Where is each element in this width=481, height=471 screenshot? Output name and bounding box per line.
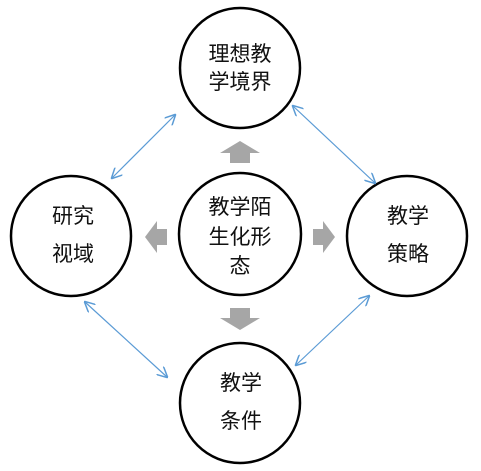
node-bottom-line-1: 教学 (220, 371, 262, 395)
node-left-circle (9, 174, 133, 298)
node-right-circle (345, 174, 469, 298)
node-left-line-1: 研究 (52, 204, 94, 228)
link-arrow-top-right (293, 106, 375, 183)
link-arrow-top-left (112, 115, 175, 178)
node-right-line-2: 策略 (387, 242, 429, 266)
node-center-line-3: 态 (230, 254, 251, 278)
node-center-line-1: 教学陌 (209, 195, 272, 219)
node-top-line-1: 理想教 (209, 42, 272, 66)
block-arrow-left (145, 221, 167, 253)
node-top-circle (178, 6, 302, 130)
node-bottom-circle (178, 341, 302, 465)
node-center-circle (177, 171, 303, 297)
block-arrow-down (220, 308, 260, 330)
block-arrow-right (313, 221, 335, 253)
node-center-line-2: 生化形 (209, 225, 272, 249)
node-right-line-1: 教学 (387, 204, 429, 228)
node-bottom-line-2: 条件 (220, 409, 262, 433)
node-top-line-2: 学境界 (209, 70, 272, 94)
node-left-line-2: 视域 (52, 242, 94, 266)
link-arrow-left-bottom (85, 302, 167, 377)
block-arrow-up (220, 141, 260, 163)
link-arrow-right-bottom (296, 296, 369, 365)
